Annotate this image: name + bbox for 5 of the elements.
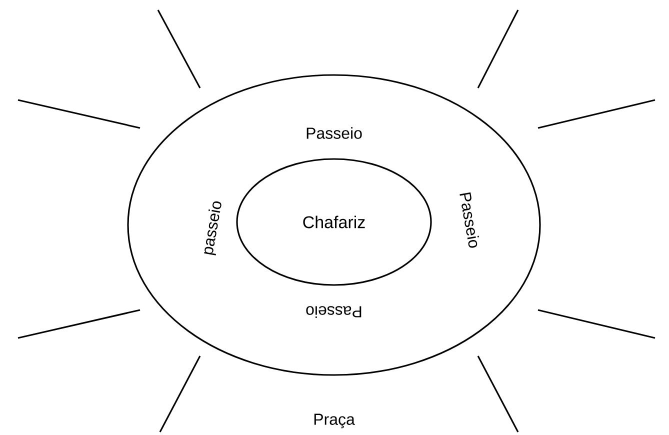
square-label: Praça — [314, 414, 355, 428]
walkway-label: Passeio — [460, 192, 479, 248]
walkway-label: Passeio — [306, 306, 362, 318]
walkway-label: Passeio — [306, 127, 362, 139]
walkway-label: passeio — [204, 201, 222, 256]
